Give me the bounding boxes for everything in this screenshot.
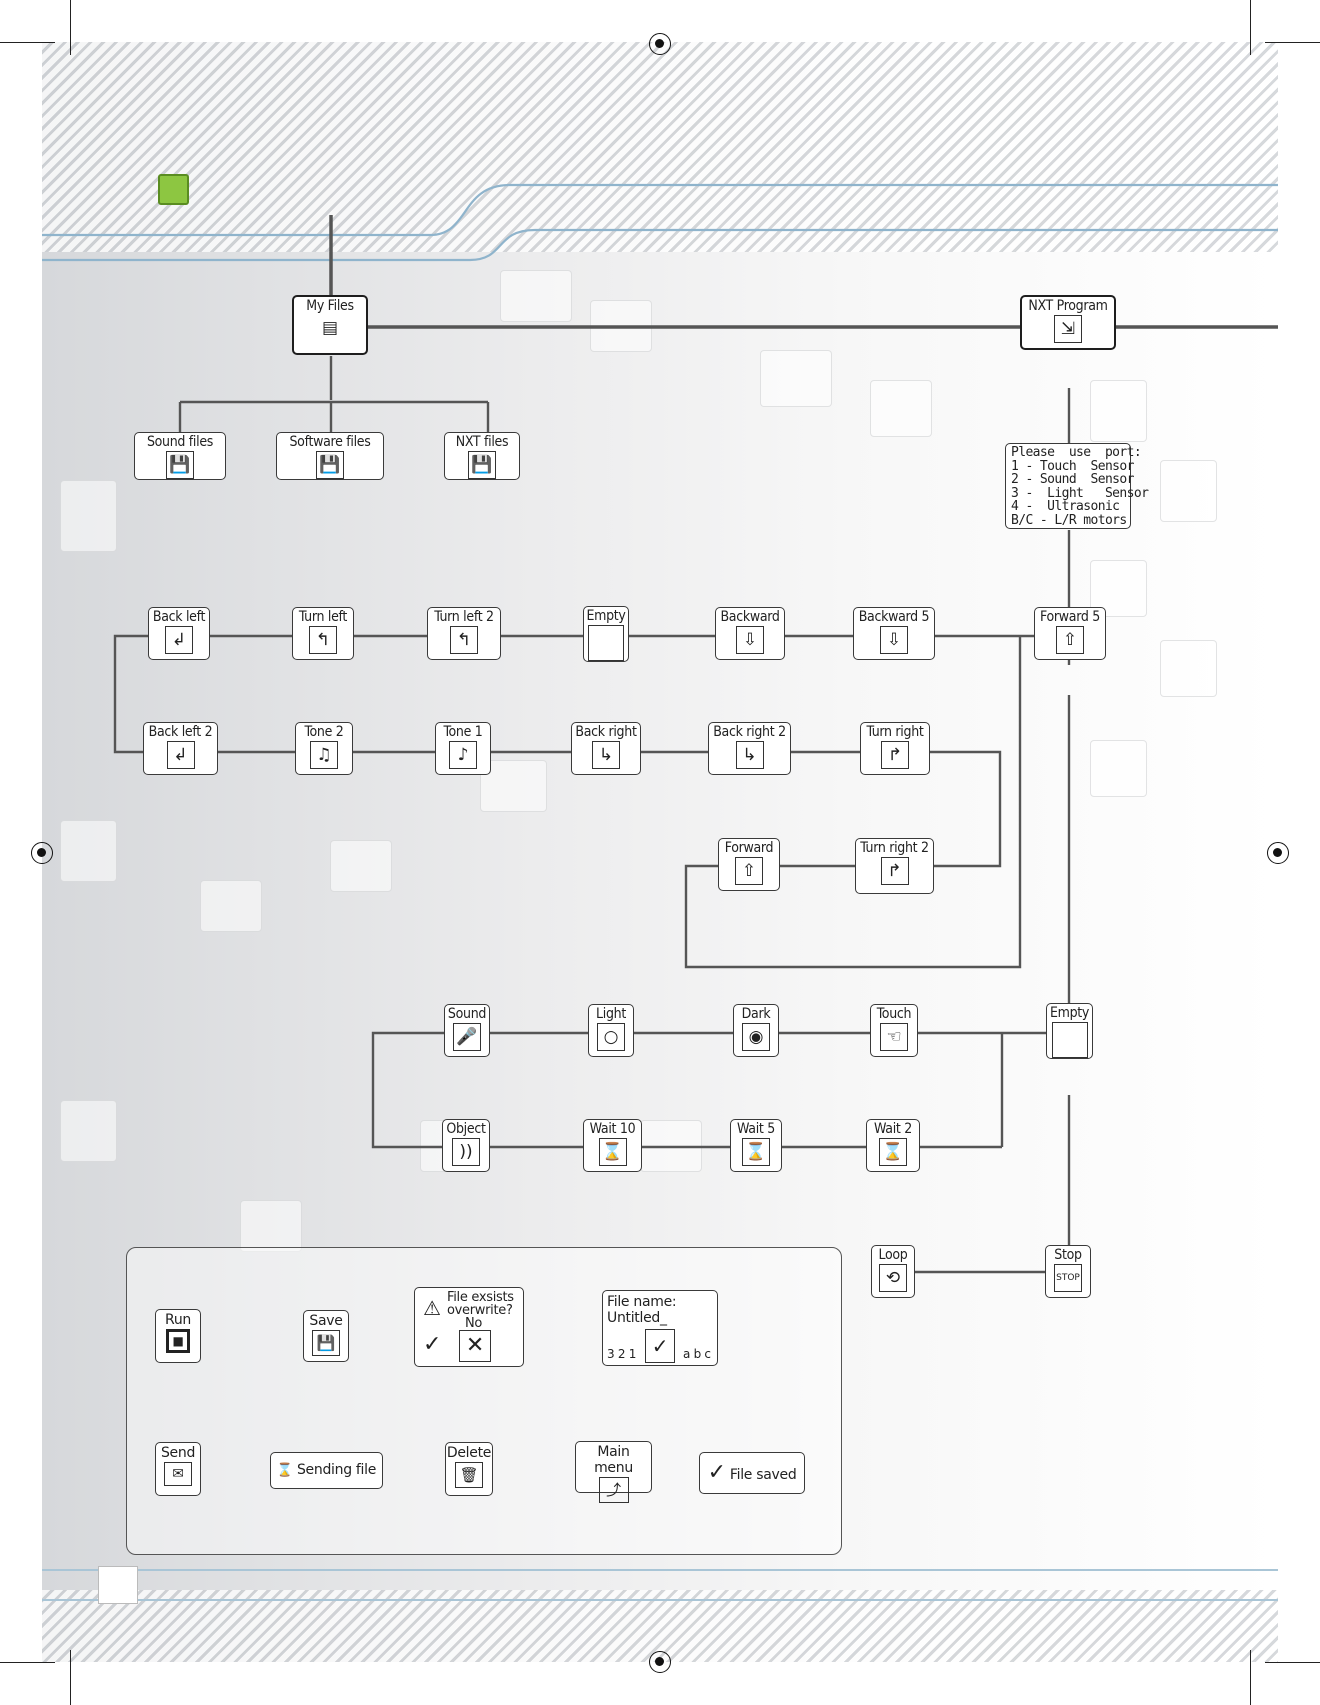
wait-5-node[interactable]: Wait 5 ⌛	[730, 1119, 782, 1172]
run-icon: ■	[166, 1329, 190, 1353]
sound-files-node[interactable]: Sound files 💾	[134, 432, 226, 480]
stacked-files-icon: ▤	[321, 318, 339, 338]
nxt-program-node[interactable]: NXT Program ⇲	[1020, 295, 1116, 350]
dark-circle-icon: ◉	[742, 1023, 770, 1051]
arrow-icon: ⇩	[736, 626, 764, 654]
send-mail-icon: ✉	[164, 1462, 192, 1486]
arrow-icon: ↳	[592, 741, 620, 769]
checkmark-icon: ✓	[707, 1460, 726, 1485]
nxt-files-label: NXT files	[455, 434, 509, 450]
backward-node[interactable]: Backward ⇩	[715, 607, 785, 660]
loop-node[interactable]: Loop ⟲	[871, 1245, 915, 1298]
sound-files-label: Sound files	[146, 434, 214, 450]
floppy-disk-icon: 💾	[312, 1330, 340, 1356]
back-left-node[interactable]: Back left ↲	[148, 607, 210, 660]
software-files-node[interactable]: Software files 💾	[276, 432, 384, 480]
stop-sign-icon: STOP	[1054, 1264, 1082, 1292]
trash-icon: 🗑	[455, 1462, 483, 1488]
touch-hand-icon: ☜	[880, 1023, 908, 1051]
save-screen[interactable]: Save 💾	[303, 1310, 349, 1362]
music-note-icon: ♪	[449, 741, 477, 769]
floppy-disk-icon: 💾	[166, 451, 194, 479]
software-files-label: Software files	[289, 434, 371, 450]
empty-slot-icon	[1051, 1022, 1088, 1058]
file-name-screen[interactable]: File name: Untitled_ 3 2 1 ✓ a b c	[602, 1290, 718, 1366]
arrow-icon: ↲	[165, 626, 193, 654]
checkmark-icon: ✓	[423, 1332, 442, 1357]
checkmark-icon: ✓	[645, 1329, 675, 1363]
arrow-icon: ⇧	[1056, 626, 1084, 654]
hourglass-icon: ⌛	[879, 1138, 907, 1166]
page-number-box	[98, 1566, 138, 1604]
turn-right-2-node[interactable]: Turn right 2 ↱	[855, 838, 934, 894]
touch-node[interactable]: Touch ☜	[870, 1004, 918, 1057]
light-circle-icon: ○	[597, 1023, 625, 1051]
send-screen[interactable]: Send ✉	[155, 1442, 201, 1496]
light-node[interactable]: Light ○	[588, 1004, 634, 1057]
microphone-icon: 🎤	[453, 1023, 481, 1051]
arrow-icon: ⇧	[735, 857, 763, 885]
floppy-disk-icon: 💾	[468, 451, 496, 479]
hourglass-icon: ⌛	[598, 1138, 627, 1166]
nxt-files-node[interactable]: NXT files 💾	[444, 432, 520, 480]
object-node[interactable]: Object ))	[442, 1119, 490, 1172]
forward-5-node[interactable]: Forward 5 ⇧	[1034, 607, 1106, 660]
my-files-label: My Files	[306, 298, 354, 314]
empty-node-1[interactable]: Empty	[583, 606, 629, 662]
floppy-disk-icon: 💾	[316, 451, 344, 479]
arrow-icon: ↱	[881, 741, 909, 769]
loop-arrows-icon: ⟲	[879, 1264, 907, 1292]
my-files-node[interactable]: My Files ▤	[292, 295, 368, 355]
sound-node[interactable]: Sound 🎤	[444, 1004, 490, 1057]
registration-mark	[649, 1651, 671, 1673]
turn-right-node[interactable]: Turn right ↱	[860, 722, 930, 775]
registration-mark	[649, 33, 671, 55]
arrow-icon: ↰	[309, 626, 337, 654]
return-arrow-icon: ⤴	[598, 1477, 629, 1503]
header-stripes	[42, 42, 1278, 252]
empty-slot-icon	[588, 625, 624, 661]
sending-file-screen[interactable]: ⌛ Sending file	[270, 1452, 383, 1489]
hourglass-icon: ⌛	[742, 1138, 770, 1166]
wait-2-node[interactable]: Wait 2 ⌛	[866, 1119, 920, 1172]
tone-2-node[interactable]: Tone 2 ♫	[295, 722, 353, 775]
file-exists-screen[interactable]: ⚠ File exsists overwrite? No ✓ ✕	[414, 1287, 524, 1367]
back-right-2-node[interactable]: Back right 2 ↳	[708, 722, 791, 775]
warning-icon: ⚠	[423, 1296, 441, 1320]
registration-mark	[31, 842, 53, 864]
footer-stripes	[42, 1590, 1278, 1662]
arrow-icon: ⇩	[880, 626, 908, 654]
program-flow-icon: ⇲	[1054, 315, 1082, 343]
delete-screen[interactable]: Delete 🗑	[445, 1442, 493, 1496]
back-left-2-node[interactable]: Back left 2 ↲	[143, 722, 218, 775]
back-right-node[interactable]: Back right ↳	[571, 722, 641, 775]
hourglass-icon: ⌛	[276, 1463, 293, 1478]
port-note: Please use port: 1 - Touch Sensor 2 - So…	[1005, 443, 1149, 529]
music-note-icon: ♫	[310, 741, 338, 769]
arrow-icon: ↲	[166, 741, 195, 769]
file-saved-screen[interactable]: ✓ File saved	[699, 1452, 805, 1494]
arrow-icon: ↳	[735, 741, 764, 769]
arrow-icon: ↰	[450, 626, 478, 654]
cross-icon: ✕	[459, 1330, 491, 1362]
backward-5-node[interactable]: Backward 5 ⇩	[853, 607, 935, 660]
empty-node-2[interactable]: Empty	[1046, 1003, 1093, 1059]
wait-10-node[interactable]: Wait 10 ⌛	[583, 1119, 642, 1172]
arrow-icon: ↱	[880, 857, 909, 885]
turn-left-node[interactable]: Turn left ↰	[292, 607, 354, 660]
ultrasonic-icon: ))	[452, 1138, 480, 1166]
main-menu-screen[interactable]: Main menu ⤴	[575, 1441, 652, 1503]
run-screen[interactable]: Run ■	[155, 1309, 201, 1363]
registration-mark	[1267, 842, 1289, 864]
stop-node[interactable]: Stop STOP	[1045, 1245, 1091, 1298]
dark-node[interactable]: Dark ◉	[733, 1004, 779, 1057]
nxt-program-label: NXT Program	[1028, 298, 1108, 314]
turn-left-2-node[interactable]: Turn left 2 ↰	[427, 607, 501, 660]
tone-1-node[interactable]: Tone 1 ♪	[435, 722, 491, 775]
forward-node[interactable]: Forward ⇧	[718, 838, 780, 891]
section-marker	[158, 174, 189, 205]
